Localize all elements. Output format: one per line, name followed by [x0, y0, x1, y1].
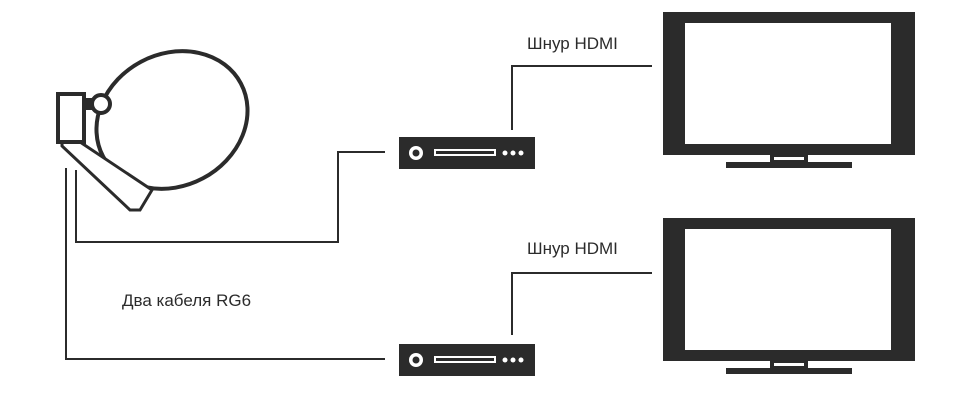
tv-stand-neck-highlight: [774, 363, 804, 366]
tv-screen: [685, 229, 891, 350]
receiver-button: [502, 357, 508, 363]
tv-icon: [663, 12, 915, 168]
hdmi-label-top: Шнур HDMI: [527, 34, 618, 53]
cables-label: Два кабеля RG6: [122, 291, 252, 310]
hdmi-label-bottom: Шнур HDMI: [527, 239, 618, 258]
receiver-button: [518, 150, 524, 156]
dish-lnb: [56, 92, 86, 144]
receiver-display-inner: [436, 151, 494, 154]
receiver-power-knob-center: [412, 356, 420, 364]
tv-screen: [685, 23, 891, 144]
tv-icon: [663, 218, 915, 374]
receiver-button: [518, 357, 524, 363]
dish-reflector: [94, 49, 250, 191]
receiver-icon: [399, 137, 535, 169]
receiver-power-knob-center: [412, 149, 420, 157]
tv-stand-neck-highlight: [774, 157, 804, 160]
receiver-button: [510, 150, 516, 156]
lnb-feed: [90, 93, 112, 115]
receiver-display-inner: [436, 358, 494, 361]
receiver-button: [502, 150, 508, 156]
connection-lines: [65, 65, 652, 360]
rg6-cable-bottom: [65, 168, 385, 360]
receiver-button: [510, 357, 516, 363]
receiver-icon: [399, 344, 535, 376]
tv-stand-base: [726, 162, 852, 168]
lnb-neck: [84, 98, 92, 110]
rg6-cable-top: [75, 151, 385, 243]
tv-stand-base: [726, 368, 852, 374]
hdmi-cable-bottom: [511, 272, 652, 335]
hdmi-cable-top: [511, 65, 652, 130]
satellite-dish-icon: [56, 49, 250, 212]
